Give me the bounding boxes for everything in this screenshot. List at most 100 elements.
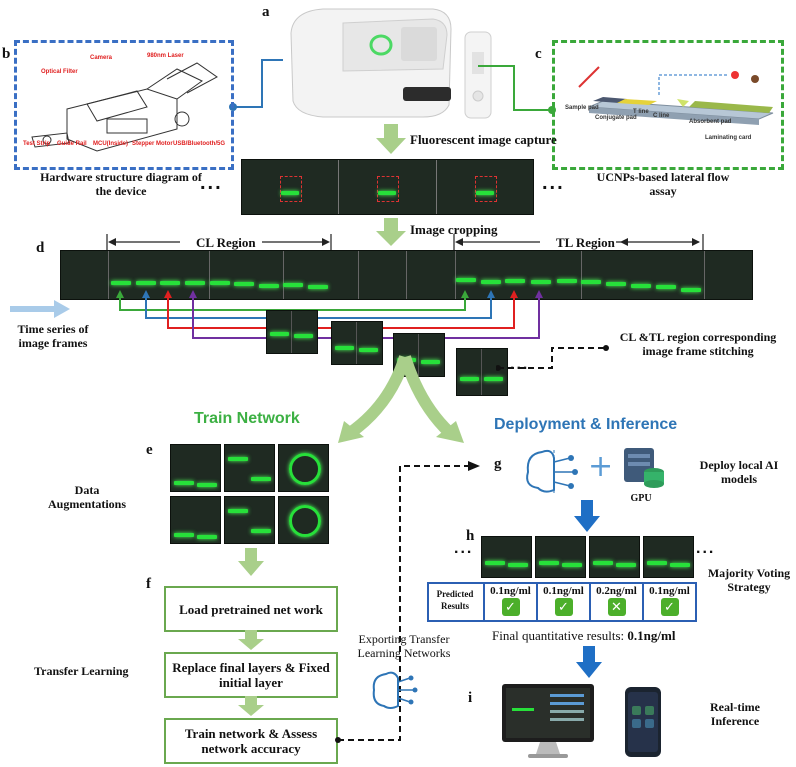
- stitched-frame-4: [456, 348, 508, 396]
- frame-divider: [358, 251, 359, 299]
- hardware-drawing: [31, 62, 218, 152]
- frame-divider: [581, 251, 582, 299]
- capture-arrow: [376, 124, 406, 154]
- frame-divider: [283, 251, 284, 299]
- panel-label-e: e: [146, 442, 153, 458]
- result-cell: 0.1ng/ml✓: [536, 584, 589, 620]
- lfa-c-line: C line: [653, 113, 670, 119]
- panel-label-d: d: [36, 240, 45, 256]
- fluorescent-band: [456, 278, 476, 282]
- fluorescent-band: [210, 281, 230, 285]
- panel-label-f: f: [146, 576, 151, 592]
- prediction-table: Predicted Results 0.1ng/ml✓0.1ng/ml✓0.2n…: [427, 582, 697, 622]
- step-arrow-2: [238, 696, 264, 716]
- inference-frame: [481, 536, 532, 578]
- inference-frame: [643, 536, 694, 578]
- fluorescent-band: [606, 282, 626, 286]
- fluorescent-band: [160, 281, 180, 285]
- fluorescent-band: [631, 284, 651, 288]
- fluorescent-band: [136, 281, 156, 285]
- frame-divider: [455, 251, 456, 299]
- gpu-label: GPU: [630, 493, 652, 504]
- fluorescent-band: [283, 283, 303, 287]
- lfa-caption: UCNPs-based lateral flow assay: [596, 170, 730, 198]
- panel-label-a: a: [262, 4, 270, 20]
- train-heading: Train Network: [194, 410, 300, 427]
- fluorescent-band: [656, 285, 676, 289]
- lfa-box: Sample pad Conjugate pad T line C line A…: [552, 40, 784, 170]
- frame-divider: [704, 251, 705, 299]
- step-train-assess: Train network & Assess network accuracy: [164, 718, 338, 764]
- stitching-label: CL &TL region corresponding image frame …: [619, 330, 777, 358]
- lfa-sample-pad: Sample pad: [565, 105, 599, 111]
- h-left-ellipsis: ...: [454, 540, 474, 557]
- fluorescent-band: [111, 281, 131, 285]
- stitched-frame-2: [331, 321, 383, 365]
- capture-frames: [241, 159, 534, 215]
- final-result-label: Final quantitative results:: [492, 628, 628, 643]
- augmented-sample: [224, 444, 275, 492]
- final-result-value: 0.1ng/ml: [627, 628, 676, 643]
- frame-divider: [406, 251, 407, 299]
- panel-label-b: b: [2, 46, 11, 62]
- result-cell: 0.2ng/ml✕: [589, 584, 642, 620]
- brain-network-icon: [368, 668, 418, 712]
- deploy-heading: Deployment & Inference: [494, 416, 678, 433]
- capture-label: Fluorescent image capture: [410, 132, 557, 147]
- result-cell: 0.1ng/ml✓: [483, 584, 536, 620]
- fluorescent-band: [259, 284, 279, 288]
- check-icon: ✓: [660, 598, 679, 616]
- fluorescent-band: [581, 280, 601, 284]
- cropping-arrow: [376, 218, 406, 246]
- panel-label-g: g: [494, 456, 502, 472]
- cropping-label: Image cropping: [410, 222, 498, 237]
- cross-icon: ✕: [607, 598, 626, 616]
- phone-icon: [624, 686, 662, 758]
- fluorescent-band: [481, 280, 501, 284]
- time-series-strip: [60, 250, 753, 300]
- stitched-frame-1: [266, 310, 318, 354]
- part-usb: USB/Bluetooth/5G: [173, 141, 225, 147]
- check-icon: ✓: [501, 598, 520, 616]
- step-replace-layers: Replace final layers & Fixed initial lay…: [164, 652, 338, 698]
- augmented-sample: [170, 444, 221, 492]
- h-right-ellipsis: ...: [696, 540, 716, 557]
- deploy-label: Deploy local AI models: [699, 458, 779, 486]
- part-laser: 980nm Laser: [147, 53, 184, 59]
- region-brackets: [106, 234, 704, 250]
- voting-label: Majority Voting Strategy: [707, 566, 791, 594]
- fluorescent-band: [185, 281, 205, 285]
- monitor-icon: [500, 682, 596, 762]
- gpu-icon: [622, 446, 666, 490]
- augment-arrow: [238, 548, 264, 576]
- fluorescent-band: [505, 279, 525, 283]
- step-arrow-1: [238, 630, 264, 650]
- lfa-t-line: T line: [633, 109, 649, 115]
- stitched-frame-3: [393, 333, 445, 377]
- test-cassette-image: [463, 30, 493, 120]
- augmented-sample: [170, 496, 221, 544]
- final-result: Final quantitative results: 0.1ng/ml: [492, 628, 675, 644]
- part-camera: Camera: [90, 55, 113, 61]
- part-mcu: MCU(Inside): [93, 141, 128, 147]
- frame-divider: [108, 251, 109, 299]
- inference-frames: [481, 536, 694, 578]
- deploy-arrow: [574, 500, 600, 532]
- export-label: Exporting Transfer Learning Networks: [357, 632, 451, 660]
- predicted-header: Predicted Results: [436, 589, 474, 611]
- ai-brain-icon: [522, 446, 582, 496]
- augmentation-label: Data Augmentations: [47, 483, 126, 511]
- fluorescent-band: [681, 288, 701, 292]
- tl-region-label: TL Region: [556, 235, 615, 250]
- lfa-laminating-card: Laminating card: [705, 135, 752, 141]
- fluorescent-band: [234, 282, 254, 286]
- augmented-sample: [224, 496, 275, 544]
- augmented-sample: [278, 444, 329, 492]
- result-value: 0.1ng/ml: [490, 585, 531, 597]
- fluorescent-band: [531, 280, 551, 284]
- result-value: 0.1ng/ml: [543, 585, 584, 597]
- check-icon: ✓: [554, 598, 573, 616]
- frame-divider: [209, 251, 210, 299]
- export-path: [335, 461, 480, 743]
- realtime-label: Real-time Inference: [710, 700, 760, 728]
